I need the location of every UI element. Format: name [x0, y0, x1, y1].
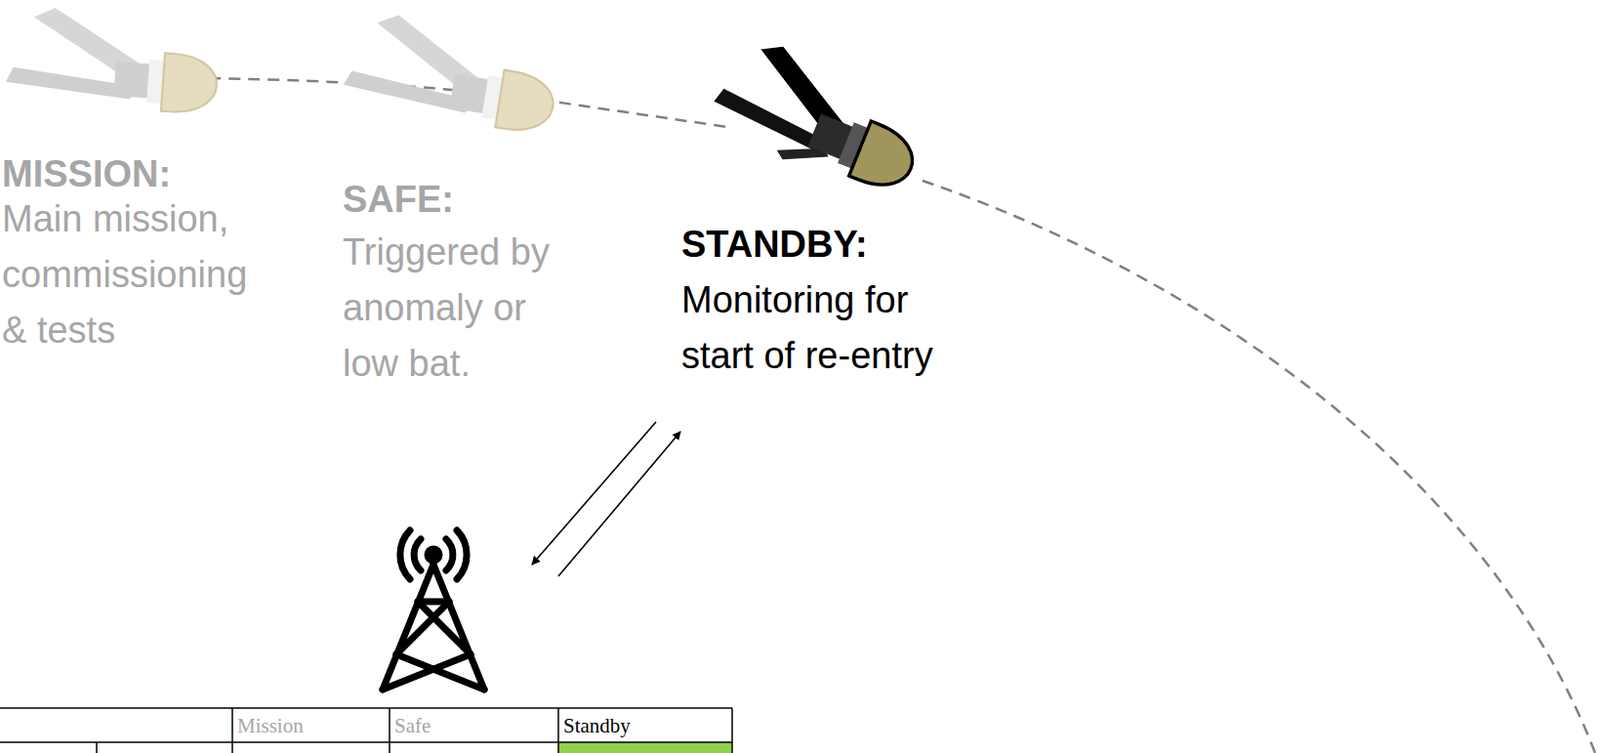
mode-description: Monitoring for start of re-entry — [681, 272, 965, 384]
antenna-symbol — [382, 530, 485, 690]
mode-heading: MISSION: — [1, 146, 171, 203]
spacecraft-faded — [340, 8, 564, 136]
table-cell-highlight — [558, 741, 733, 753]
mode-heading: STANDBY: — [681, 216, 868, 273]
spacecraft-active — [703, 30, 937, 206]
table-header: Standby — [563, 710, 631, 740]
table-grid — [0, 707, 733, 753]
mode-description: Triggered by anomaly or low bat. — [342, 224, 568, 392]
spacecraft-faded — [4, 4, 222, 116]
mode-heading: SAFE: — [342, 171, 454, 228]
table-header: Safe — [394, 710, 431, 740]
downlink-arrow — [532, 421, 657, 565]
mode-description: Main mission, commissioning & tests — [1, 191, 266, 359]
table-header: Mission — [237, 710, 304, 740]
uplink-arrow — [558, 431, 681, 576]
trajectory-line — [922, 180, 1596, 753]
